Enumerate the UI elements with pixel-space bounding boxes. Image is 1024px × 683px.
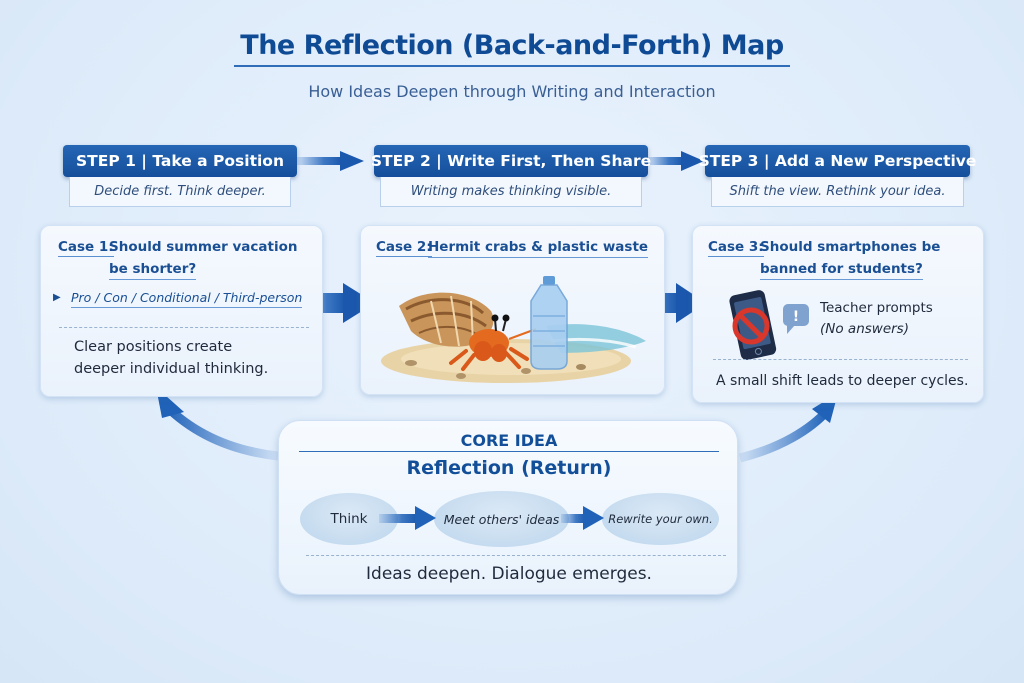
divider	[59, 327, 309, 328]
step-1: STEP 1 | Take a Position Decide first. T…	[63, 145, 297, 207]
flow-arrows	[379, 506, 604, 530]
case-3-question-line2: banned for students?	[760, 261, 923, 280]
shell-icon	[399, 292, 494, 347]
case-1-positions: Pro / Con / Conditional / Third-person	[71, 290, 303, 308]
svg-text:!: !	[793, 309, 799, 325]
no-answers-note: (No answers)	[820, 321, 909, 337]
case-1-question-line1: Should summer vacation	[109, 239, 298, 255]
flow-arrow-1	[379, 506, 436, 530]
core-idea-title: Reflection (Return)	[406, 457, 612, 479]
step2-to-step3-arrow	[648, 151, 704, 171]
case-1-label: Case 1:	[58, 239, 114, 257]
core-idea-panel: CORE IDEA Reflection (Return) Think Meet…	[278, 420, 738, 595]
core-heading-rule	[299, 451, 719, 452]
step-1-header: STEP 1 | Take a Position	[63, 145, 297, 177]
case-2-question: Hermit crabs & plastic waste	[428, 239, 649, 258]
page-title-wrap: The Reflection (Back-and-Forth) Map	[0, 30, 1024, 67]
flow-step-meet-others: Meet others' ideas	[434, 491, 569, 547]
step-2-tagline: Writing makes thinking visible.	[380, 177, 642, 207]
case-3-label: Case 3:	[708, 239, 764, 257]
flow-step-rewrite: Rewrite your own.	[602, 493, 719, 545]
case-3-takeaway: A small shift leads to deeper cycles.	[716, 373, 969, 389]
speech-bubble-icon: !	[783, 304, 809, 334]
case-3-question-line1: Should smartphones be	[760, 239, 941, 255]
case-3-card: Case 3: Should smartphones be banned for…	[692, 225, 984, 403]
case-1-takeaway-line1: Clear positions create	[74, 339, 233, 355]
banned-smartphone-icon: !	[729, 290, 809, 360]
step-3-tagline: Shift the view. Rethink your idea.	[711, 177, 964, 207]
divider	[306, 555, 726, 556]
core-idea-heading: CORE IDEA	[460, 431, 558, 450]
teacher-prompts: Teacher prompts	[820, 300, 933, 316]
case-1-card: Case 1: Should summer vacation be shorte…	[40, 225, 323, 397]
flow-arrow-2	[561, 506, 604, 530]
step-1-tagline: Decide first. Think deeper.	[69, 177, 291, 207]
bullet-icon: ▶	[53, 292, 61, 303]
case-2-label: Case 2:	[376, 239, 432, 257]
core-conclusion: Ideas deepen. Dialogue emerges.	[366, 564, 652, 584]
step1-to-step2-arrow	[297, 151, 364, 171]
page-title: The Reflection (Back-and-Forth) Map	[234, 30, 790, 67]
case-2-card: Case 2: Hermit crabs & plastic waste	[360, 225, 665, 395]
case-1-takeaway-line2: deeper individual thinking.	[74, 361, 269, 377]
hermit-crab-illustration	[381, 276, 646, 383]
return-arrow-left	[156, 387, 279, 461]
step-2-header: STEP 2 | Write First, Then Share	[371, 145, 651, 177]
divider	[713, 359, 968, 360]
step-2: STEP 2 | Write First, Then Share Writing…	[371, 145, 651, 207]
step-3: STEP 3 | Add a New Perspective Shift the…	[699, 145, 976, 207]
plastic-bottle-icon	[530, 276, 568, 370]
crab-icon	[449, 314, 537, 371]
page-subtitle: How Ideas Deepen through Writing and Int…	[308, 82, 716, 101]
case-1-question-line2: be shorter?	[109, 261, 197, 280]
step-3-header: STEP 3 | Add a New Perspective	[699, 145, 976, 177]
